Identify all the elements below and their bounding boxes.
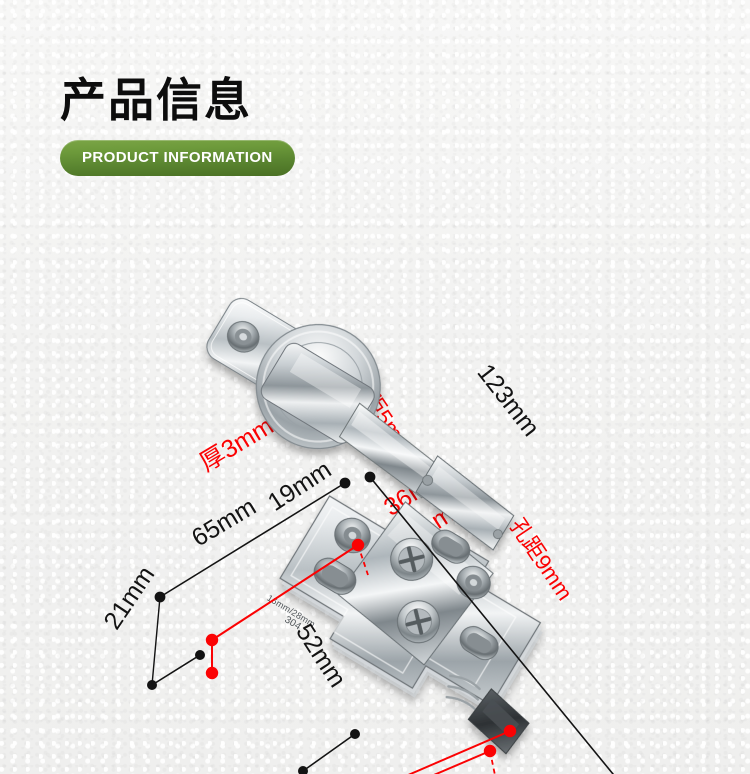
dimension-annotations — [0, 215, 750, 774]
plate-hole-round-2 — [456, 565, 491, 600]
page-title: 产品信息 — [60, 74, 252, 126]
page-header: 产品信息 PRODUCT INFORMATION — [60, 74, 620, 176]
product-photo-stage: 16mm/28mm 304 — [0, 215, 750, 774]
hinge-cup — [255, 323, 381, 450]
subtitle-badge: PRODUCT INFORMATION — [60, 140, 295, 176]
plate-ribs — [445, 674, 481, 712]
red-dimension-lines — [205, 538, 517, 774]
adjust-screw-2 — [396, 600, 440, 644]
plate-slot-2 — [431, 529, 471, 564]
adjust-screw-1 — [390, 537, 434, 581]
black-dimension-lines — [147, 471, 615, 774]
plate-slot-3 — [459, 625, 499, 661]
hinge-arm — [338, 402, 515, 551]
